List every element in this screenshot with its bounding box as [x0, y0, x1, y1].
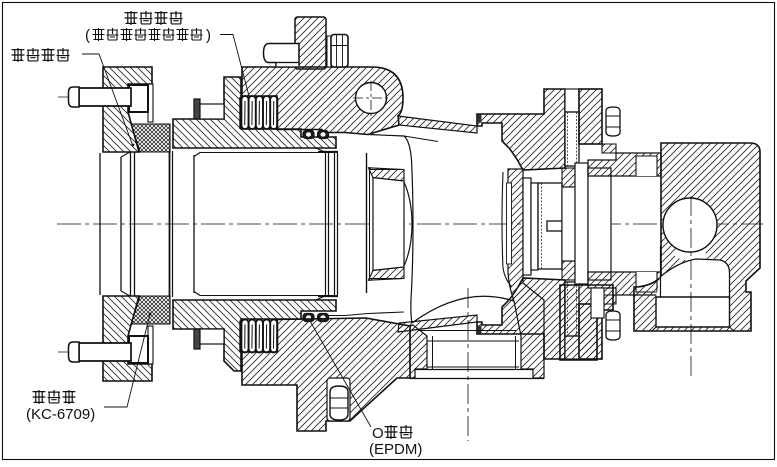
svg-text:(: (	[85, 27, 90, 44]
svg-text:): )	[206, 27, 211, 44]
svg-text:(KC-6709): (KC-6709)	[26, 406, 95, 423]
svg-text:(EPDM): (EPDM)	[369, 441, 422, 458]
svg-text:O: O	[372, 425, 384, 442]
